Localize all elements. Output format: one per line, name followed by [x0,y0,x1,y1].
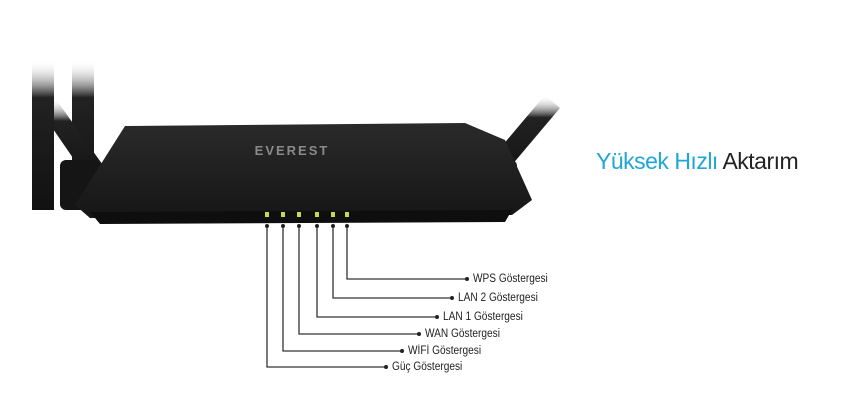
leader-dot [281,224,285,228]
led-power [265,212,269,217]
led-lan2 [331,212,335,217]
leader-line-lan1 [316,226,437,318]
headline-accent: Yüksek Hızlı [596,148,718,174]
label-lan1-indicator: LAN 1 Göstergesi [443,311,523,323]
leader-line-wps [346,226,467,280]
label-lan2-indicator: LAN 2 Göstergesi [458,292,538,304]
label-wifi-indicator: WİFİ Göstergesi [408,345,482,357]
led-wan [297,212,301,217]
led-wps [345,212,349,217]
headline-rest: Aktarım [722,148,799,174]
leader-dot [384,365,388,369]
led-wifi [281,212,285,217]
label-power-indicator: Güç Göstergesi [392,361,463,373]
label-wps-indicator: WPS Göstergesi [473,273,548,285]
router-body [75,123,532,218]
leader-dot [265,224,269,228]
leader-dot [465,277,469,281]
leader-dot [417,332,421,336]
leader-line-wifi [282,226,402,352]
leader-dot [435,315,439,319]
leader-line-power [266,226,386,368]
leader-dot [450,296,454,300]
leader-line-wan [298,226,419,335]
leader-line-lan2 [332,226,452,299]
leader-dot [297,224,301,228]
led-lan1 [315,212,319,217]
headline: Yüksek Hızlı Aktarım [596,148,799,175]
leader-dot [331,224,335,228]
leader-dot [400,349,404,353]
leader-dot [345,224,349,228]
label-wan-indicator: WAN Göstergesi [425,328,500,340]
leader-dot [315,224,319,228]
brand-logo: EVEREST [255,143,330,158]
